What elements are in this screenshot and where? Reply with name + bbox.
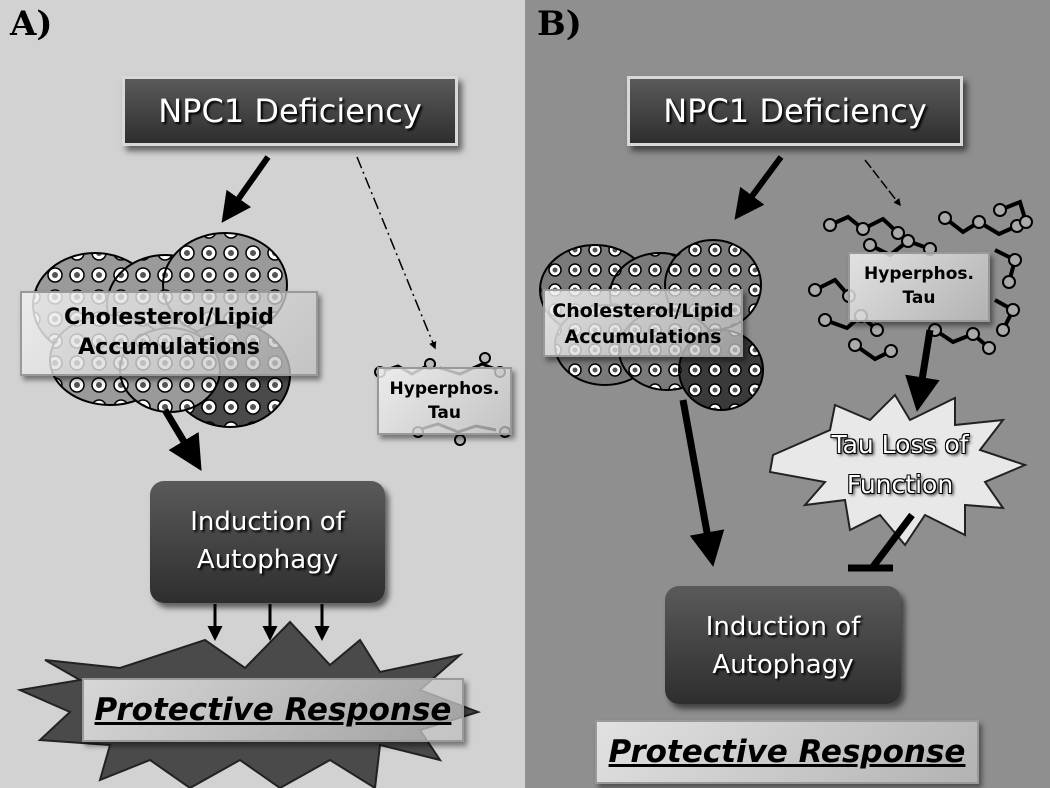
tau-beads-b [808, 203, 1033, 358]
npc1-deficiency-box-a: NPC1 Deficiency [122, 76, 458, 146]
panel-a-label: A) [10, 4, 53, 44]
tau-line-2: Tau [902, 288, 936, 308]
dashed-arrow-npc-to-tau-b [864, 159, 901, 207]
protective-response-box-b: Protective Response [595, 720, 979, 784]
arrow-tau-to-loss [905, 329, 940, 412]
arrow-npc-to-lipid-a [221, 155, 271, 223]
arrow-npc-to-lipid-b [734, 155, 784, 220]
panel-a: A) [0, 0, 525, 788]
dashdot-arrow-npc-to-tau-a [356, 156, 437, 350]
tau-loss-label: Tau Loss of Function [815, 425, 985, 505]
tau-loss-starburst [768, 393, 1028, 547]
protective-response-box-a: Protective Response [82, 678, 464, 742]
autophagy-line-2: Autophagy [196, 545, 339, 575]
lipid-accumulation-box-b: Cholesterol/Lipid Accumulations [543, 289, 743, 357]
hyperphos-tau-box-b: Hyperphos. Tau [848, 252, 990, 322]
autophagy-line-1: Induction of [190, 507, 345, 537]
inhibition-line [869, 512, 915, 571]
arrow-lipid-to-autophagy-a [161, 408, 202, 472]
tau-loss-line-1: Tau Loss of [831, 430, 969, 459]
npc1-deficiency-box-b: NPC1 Deficiency [627, 76, 963, 146]
tau-line-2: Tau [428, 403, 461, 423]
autophagy-box-a: Induction of Autophagy [150, 481, 385, 603]
panel-b: B) [525, 0, 1050, 788]
autophagy-box-b: Induction of Autophagy [665, 586, 901, 704]
panel-b-label: B) [537, 4, 582, 44]
tau-line-1: Hyperphos. [864, 264, 974, 284]
hyperphos-tau-box-a: Hyperphos. Tau [377, 367, 512, 435]
tau-loss-line-2: Function [846, 470, 954, 499]
arrow-lipid-to-autophagy-b [679, 399, 725, 567]
lipid-accumulation-box-a: Cholesterol/Lipid Accumulations [20, 291, 318, 376]
autophagy-line-2: Autophagy [712, 650, 854, 680]
autophagy-line-1: Induction of [705, 612, 861, 642]
tau-line-1: Hyperphos. [389, 379, 500, 399]
